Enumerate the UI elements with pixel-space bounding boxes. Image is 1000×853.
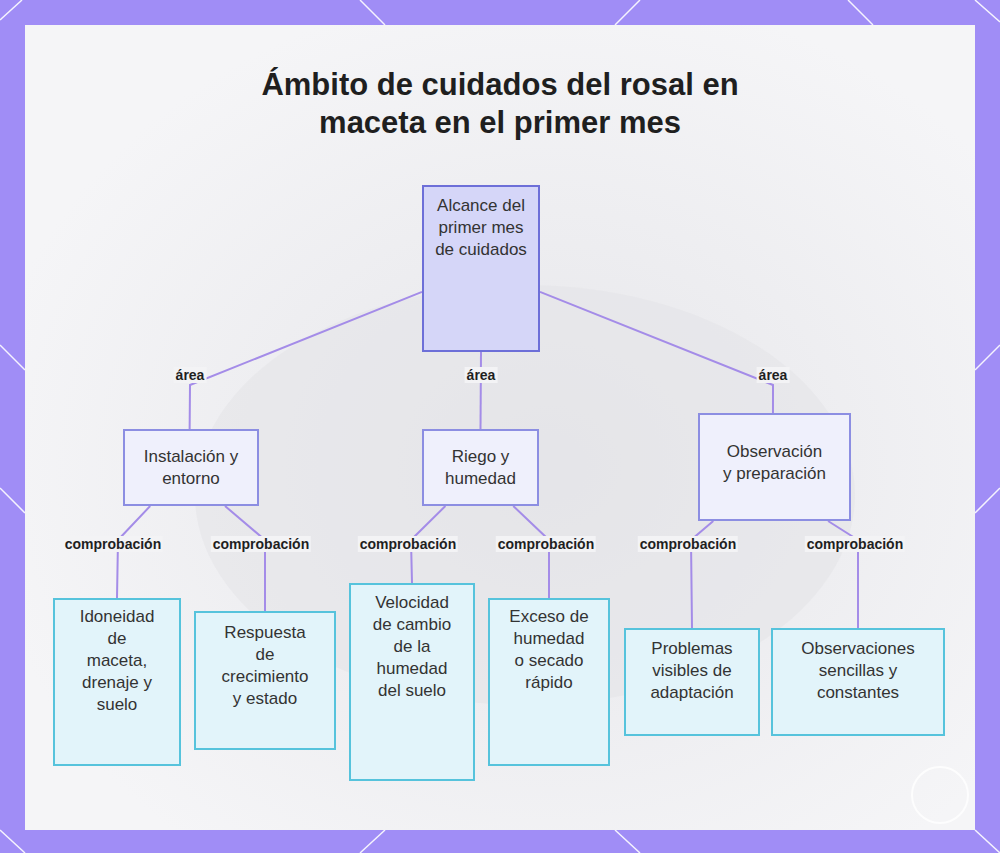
node-text: Instalación y entorno [133,446,249,490]
edge-label: comprobación [638,536,738,552]
node-text: Velocidad de cambio de la humedad del su… [371,592,453,702]
check-box: Problemas visibles de adaptación [624,628,760,736]
edge-label: área [465,367,498,383]
connector-line [513,506,549,598]
edge-label: área [174,367,207,383]
diagram-title: Ámbito de cuidados del rosal en maceta e… [215,66,785,142]
edge-label: comprobación [63,536,163,552]
connector-line [117,506,150,598]
connector-line [190,292,422,429]
check-box: Exceso de humedad o secado rápido [488,598,610,766]
node-text: Exceso de humedad o secado rápido [508,606,590,694]
node-text: Respuesta de crecimiento y estado [222,622,309,710]
area-box: Observación y preparación [698,413,851,521]
connector-line [480,352,483,429]
area-box: Riego y humedad [422,429,539,506]
check-box: Respuesta de crecimiento y estado [194,611,336,750]
node-text: Observaciones sencillas y constantes [785,638,931,704]
edge-label: área [757,367,790,383]
edge-label: comprobación [211,536,311,552]
edge-label: comprobación [358,536,458,552]
node-text: Alcance del primer mes de cuidados [434,195,528,261]
root-box: Alcance del primer mes de cuidados [422,185,540,352]
area-box: Instalación y entorno [123,429,259,506]
node-text: Riego y humedad [432,446,529,490]
node-text: Idoneidad de maceta, drenaje y suelo [77,606,157,716]
node-text: Problemas visibles de adaptación [638,638,746,704]
edge-label: comprobación [496,536,596,552]
check-box: Observaciones sencillas y constantes [771,628,945,736]
check-box: Idoneidad de maceta, drenaje y suelo [53,598,181,766]
node-text: Observación y preparación [722,441,827,485]
connector-line [225,506,265,611]
connector-line [540,292,773,413]
edge-label: comprobación [805,536,905,552]
check-box: Velocidad de cambio de la humedad del su… [349,583,475,781]
